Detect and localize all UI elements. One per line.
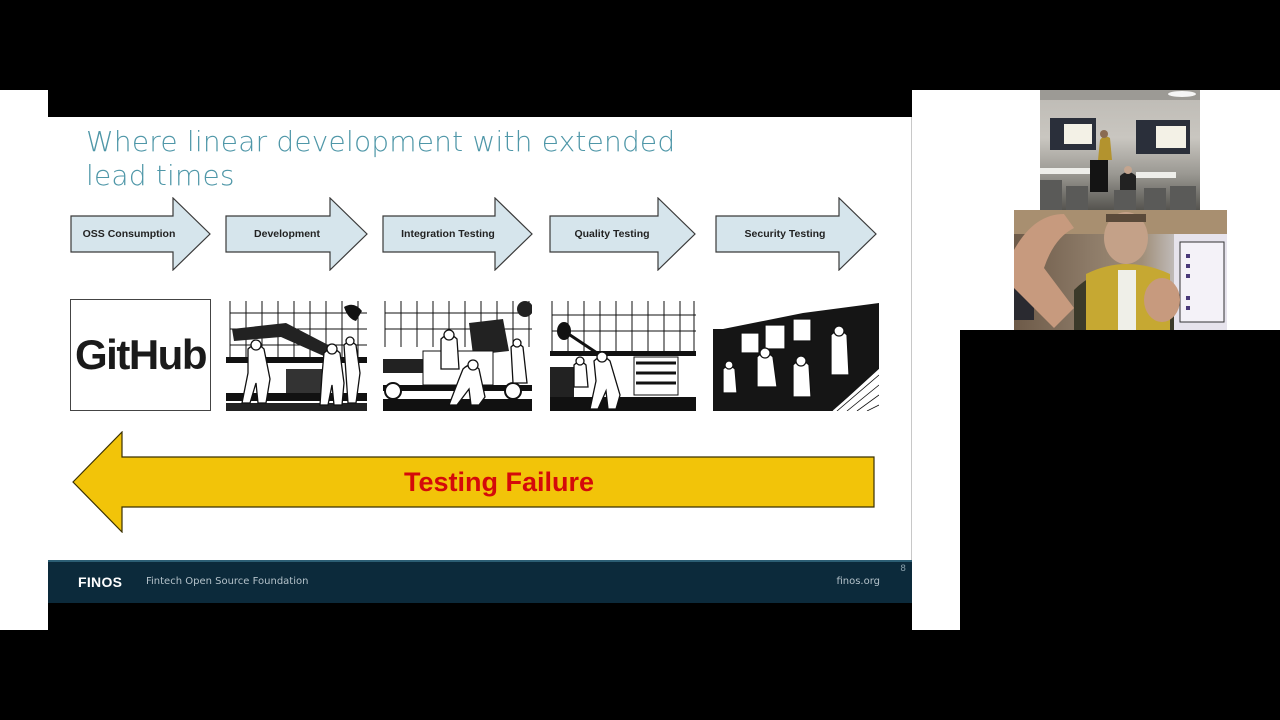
finos-logo: FINOS bbox=[78, 574, 123, 590]
letterbox-top bbox=[48, 90, 912, 117]
step-label: OSS Consumption bbox=[82, 228, 176, 240]
empty-video-region bbox=[960, 330, 1280, 630]
assembly-line-illustration-3 bbox=[550, 299, 696, 411]
speaker-camera-feed[interactable] bbox=[1014, 210, 1227, 330]
step-arrow-quality-testing: Quality Testing bbox=[549, 197, 697, 271]
testing-failure-label: Testing Failure bbox=[403, 466, 595, 497]
assembly-line-illustration-2 bbox=[383, 299, 533, 411]
letterbox-bottom bbox=[48, 603, 912, 630]
step-arrow-integration-testing: Integration Testing bbox=[382, 197, 534, 271]
step-label: Quality Testing bbox=[574, 228, 650, 240]
github-logo: GitHub bbox=[70, 299, 211, 411]
footer-url: finos.org bbox=[836, 576, 880, 587]
slide-footer: FINOS Fintech Open Source Foundation fin… bbox=[48, 560, 912, 603]
testing-failure-arrow bbox=[72, 431, 875, 533]
step-arrow-security-testing: Security Testing bbox=[715, 197, 878, 271]
assembly-line-illustration-4 bbox=[713, 299, 880, 412]
github-logo-text: GitHub bbox=[75, 331, 207, 378]
step-label: Security Testing bbox=[744, 228, 826, 240]
assembly-line-illustration-1 bbox=[226, 299, 367, 411]
step-arrow-oss-consumption: OSS Consumption bbox=[70, 197, 212, 271]
conference-room-camera-feed[interactable] bbox=[1040, 90, 1200, 210]
shared-slide: Where linear development with extended l… bbox=[48, 117, 912, 603]
slide-title: Where linear development with extended l… bbox=[86, 125, 676, 192]
step-label: Integration Testing bbox=[401, 228, 495, 240]
slide-page-number: 8 bbox=[900, 564, 906, 574]
footer-org-name: Fintech Open Source Foundation bbox=[146, 576, 309, 587]
step-arrow-development: Development bbox=[225, 197, 369, 271]
step-label: Development bbox=[254, 228, 320, 240]
